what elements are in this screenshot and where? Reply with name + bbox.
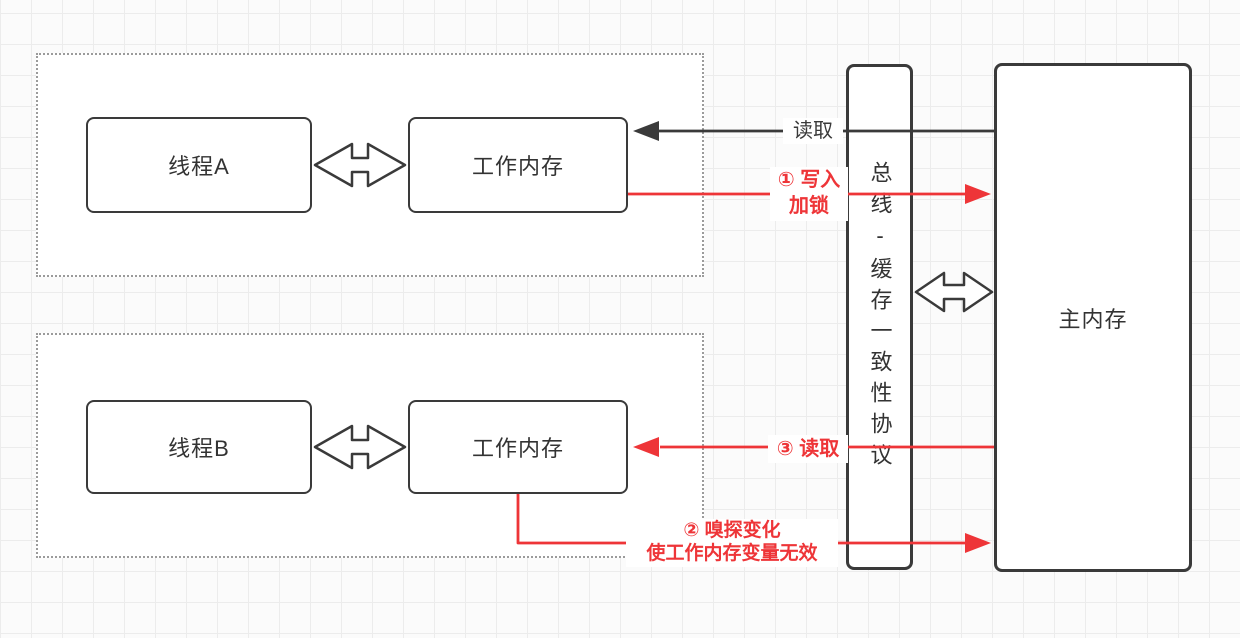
read-label: 读取	[783, 118, 843, 144]
main-memory-box: 主内存	[994, 63, 1192, 572]
thread-b-label: 线程B	[168, 436, 230, 461]
working-memory-b-label: 工作内存	[471, 436, 564, 461]
arrowhead-right-icon	[965, 184, 991, 204]
bus-cache-coherence-box: 总线-缓存一致性协议	[846, 64, 913, 570]
working-memory-a-label: 工作内存	[471, 154, 564, 179]
write-lock-label: ① 写入 加锁	[770, 167, 848, 221]
read-back-label: ③ 读取	[768, 435, 848, 463]
double-arrow-icon	[914, 271, 994, 313]
thread-b-box: 线程B	[86, 400, 312, 494]
working-memory-b-box: 工作内存	[408, 400, 628, 494]
sniff-invalidate-label: ② 嗅探变化 使工作内存变量无效	[626, 519, 838, 567]
arrowhead-right-icon	[965, 533, 991, 553]
working-memory-a-box: 工作内存	[408, 117, 628, 213]
thread-a-label: 线程A	[168, 154, 230, 179]
bus-cache-coherence-label: 总线-缓存一致性协议	[867, 160, 893, 474]
main-memory-label: 主内存	[1058, 306, 1128, 332]
thread-a-box: 线程A	[86, 117, 312, 213]
